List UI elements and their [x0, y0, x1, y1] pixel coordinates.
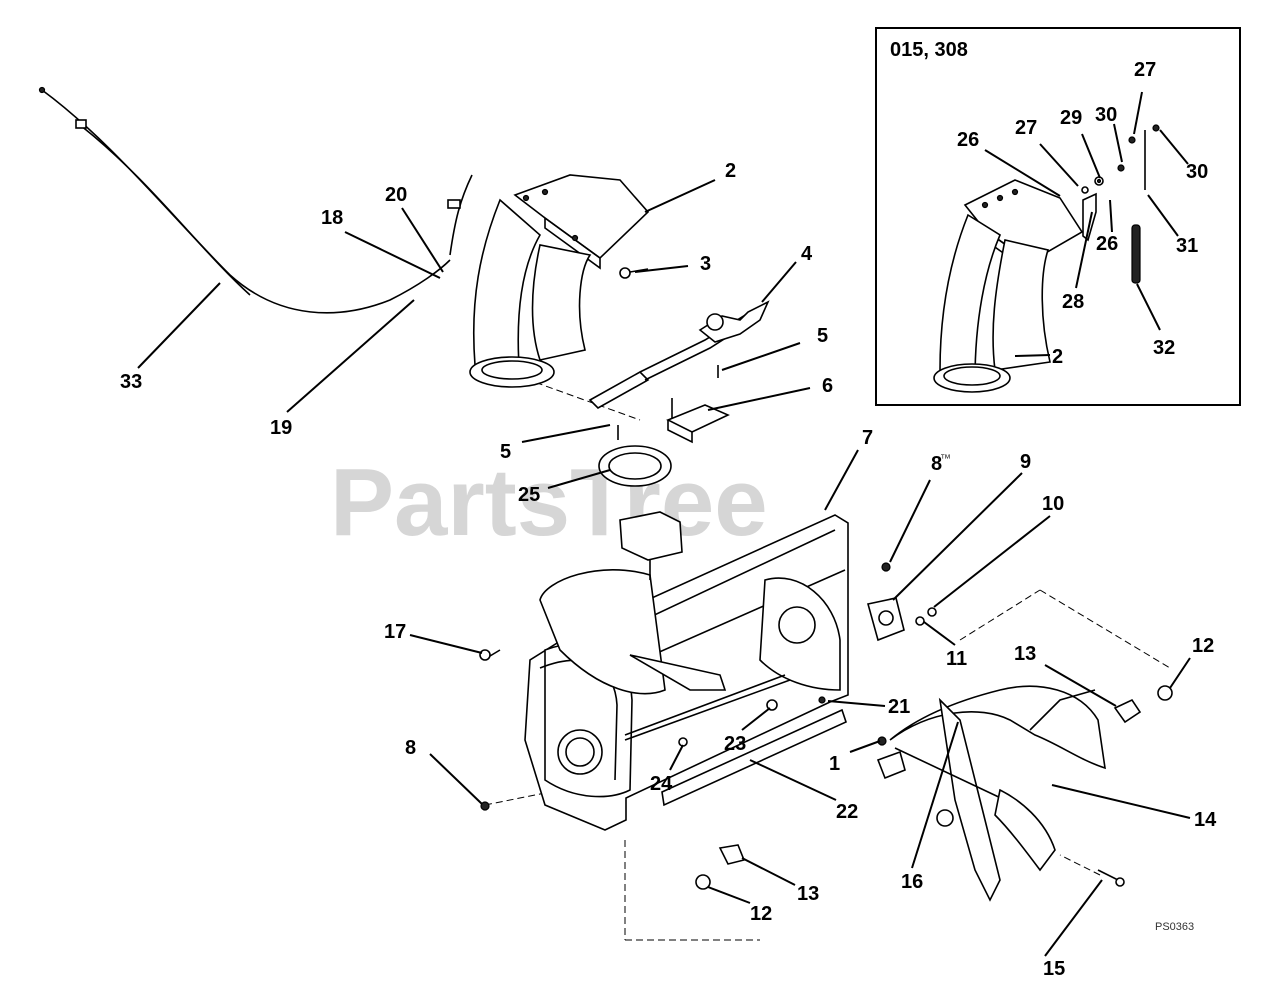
inset-callout-26: 26: [957, 129, 979, 151]
callout-24: 24: [650, 773, 673, 795]
callout-17: 17: [384, 621, 406, 643]
callout-12-b: 12: [750, 903, 772, 925]
watermark-text: PartsTree: [330, 449, 768, 556]
callout-23: 23: [724, 733, 746, 755]
bracket-6-drawing: [666, 398, 730, 444]
callout-7: 7: [862, 427, 873, 449]
callout-10: 10: [1042, 493, 1064, 515]
callout-2: 2: [725, 160, 736, 182]
callout-13-b: 13: [797, 883, 819, 905]
inset-leader-lines: [984, 91, 1189, 357]
auger-drawing: [876, 685, 1106, 902]
callout-14: 14: [1194, 809, 1217, 831]
callout-12: 12: [1192, 635, 1214, 657]
callout-3: 3: [700, 253, 711, 275]
callout-9: 9: [1020, 451, 1031, 473]
discharge-chute-drawing: [469, 174, 650, 388]
auger-housing-drawing: [524, 511, 849, 831]
watermark: PartsTree ™: [330, 449, 951, 556]
bearing-plate-drawing: [867, 562, 937, 642]
inset-chute-drawing: [933, 179, 1084, 393]
inset-border: [875, 27, 1241, 406]
callout-20: 20: [385, 184, 407, 206]
inset-callout-26-b: 26: [1096, 233, 1118, 255]
callout-11: 11: [946, 648, 967, 670]
inset-callout-30: 30: [1095, 104, 1117, 126]
shave-plate-drawing: [661, 708, 847, 807]
inset-hardware-drawing: [1081, 124, 1160, 284]
inset-panel: 015, 308: [875, 27, 1241, 406]
ring-25-drawing: [598, 445, 672, 487]
bolt-3-drawing: [619, 267, 649, 279]
callout-8: 8: [931, 453, 942, 475]
inset-callout-29: 29: [1060, 107, 1082, 129]
callout-15: 15: [1043, 958, 1065, 980]
diagram-code: PS0363: [1155, 921, 1194, 933]
small-hardware-drawing: [479, 649, 1173, 890]
inset-callout-31: 31: [1176, 235, 1198, 257]
alignment-lines: [484, 374, 1171, 941]
callout-16: 16: [901, 871, 923, 893]
inset-title: 015, 308: [890, 39, 968, 61]
callout-21: 21: [888, 696, 910, 718]
inset-callout-27: 27: [1015, 117, 1037, 139]
inset-callout-30-b: 30: [1186, 161, 1208, 183]
callout-18: 18: [321, 207, 343, 229]
leader-lines: [137, 179, 1191, 957]
callout-1: 1: [829, 753, 840, 775]
callout-22: 22: [836, 801, 858, 823]
inset-callout-27-b: 27: [1134, 59, 1156, 81]
callout-8-b: 8: [405, 737, 416, 759]
watermark-trademark: ™: [940, 453, 951, 465]
callout-25: 25: [518, 484, 540, 506]
inset-callout-28: 28: [1062, 291, 1084, 313]
callout-6: 6: [822, 375, 833, 397]
cable-drawing: [38, 86, 473, 314]
inset-callout-32: 32: [1153, 337, 1175, 359]
callout-33: 33: [120, 371, 142, 393]
crank-handle-drawing: [588, 300, 770, 409]
callout-5-lower: 5: [500, 441, 511, 463]
inset-callout-2: 2: [1052, 346, 1063, 368]
callout-5-top: 5: [817, 325, 828, 347]
callout-13: 13: [1014, 643, 1036, 665]
callout-19: 19: [270, 417, 292, 439]
callout-4: 4: [801, 243, 813, 265]
